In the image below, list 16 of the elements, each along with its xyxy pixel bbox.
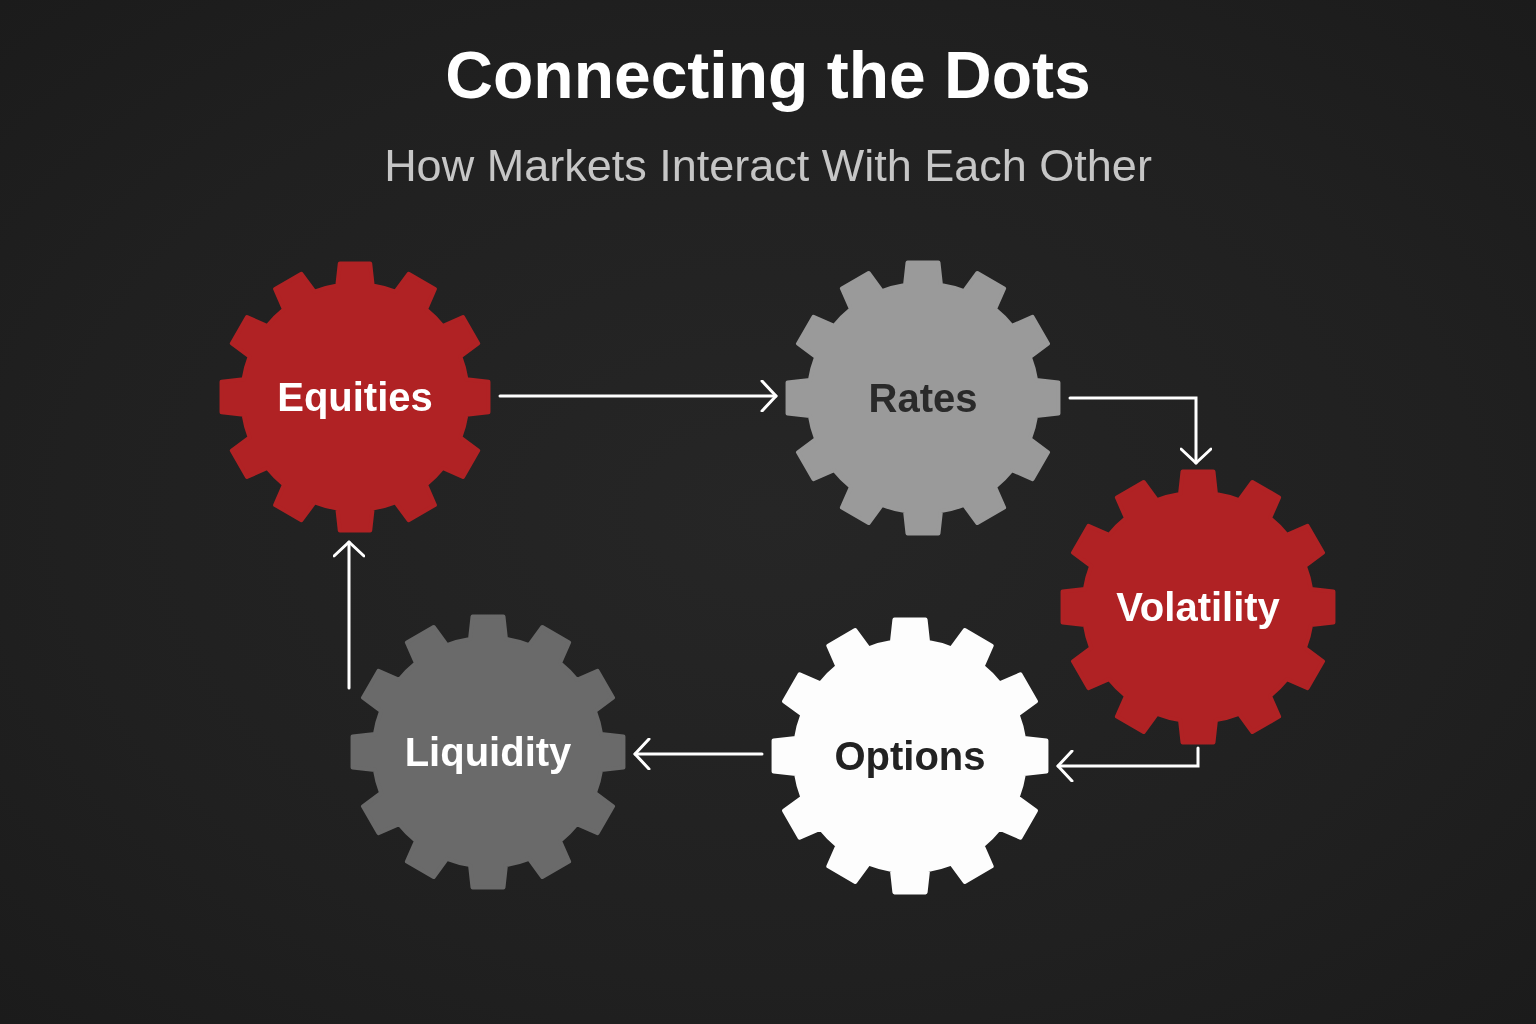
arrow <box>633 737 764 771</box>
subtitle: How Markets Interact With Each Other <box>384 139 1152 193</box>
arrow <box>332 540 366 690</box>
gear-label: Equities <box>277 377 433 417</box>
gear <box>218 260 492 534</box>
gear <box>1059 468 1337 746</box>
gear-label: Rates <box>868 378 978 418</box>
gear-label: Options <box>834 736 986 776</box>
gear-label: Liquidity <box>404 732 572 772</box>
gear <box>349 613 627 891</box>
gear <box>770 616 1050 896</box>
arrow <box>1056 746 1200 783</box>
gear <box>784 259 1062 537</box>
arrow <box>1068 396 1213 465</box>
arrow <box>498 379 778 413</box>
gear-label: Volatility <box>1116 587 1280 627</box>
